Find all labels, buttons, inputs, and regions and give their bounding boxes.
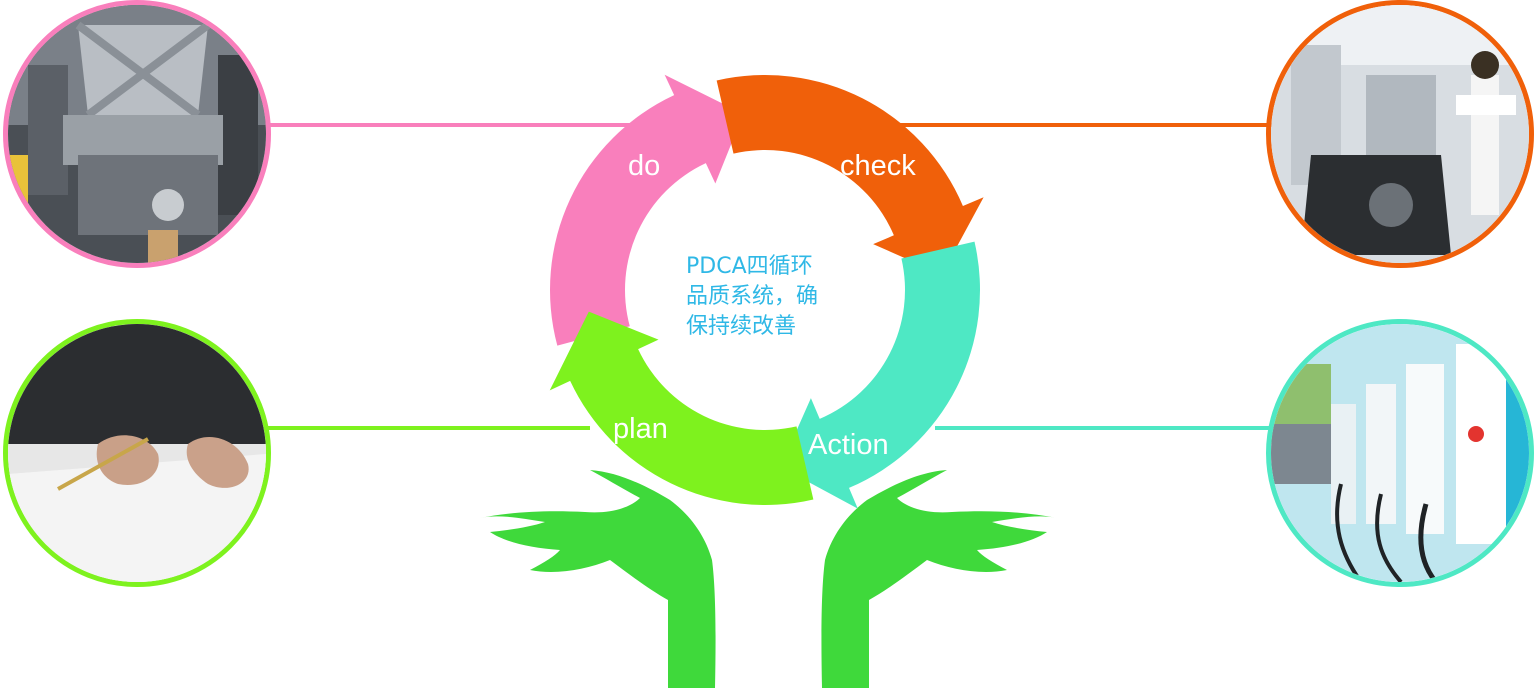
do-label: do xyxy=(628,150,660,182)
charging-stations-photo xyxy=(1266,319,1534,587)
signing-documents-photo xyxy=(3,319,271,587)
supporting-hands-icon xyxy=(480,470,1057,688)
center-text-line3: 保持续改善 xyxy=(686,314,796,339)
engine-block-photo xyxy=(3,0,271,268)
right-hand-icon xyxy=(821,470,1057,688)
check-arrow xyxy=(716,75,984,275)
action-arrow xyxy=(780,241,981,509)
center-text-line2: 品质系统，确 xyxy=(686,284,818,309)
plan-label: plan xyxy=(613,413,668,445)
left-hand-icon xyxy=(480,470,716,688)
action-label: Action xyxy=(808,429,889,461)
plan-arrow xyxy=(549,311,814,505)
lab-testing-photo xyxy=(1266,0,1534,268)
do-arrow xyxy=(550,74,744,346)
pdca-cycle xyxy=(549,74,984,509)
check-label: check xyxy=(840,150,916,182)
center-text-line1: PDCA四循环 xyxy=(686,254,813,279)
